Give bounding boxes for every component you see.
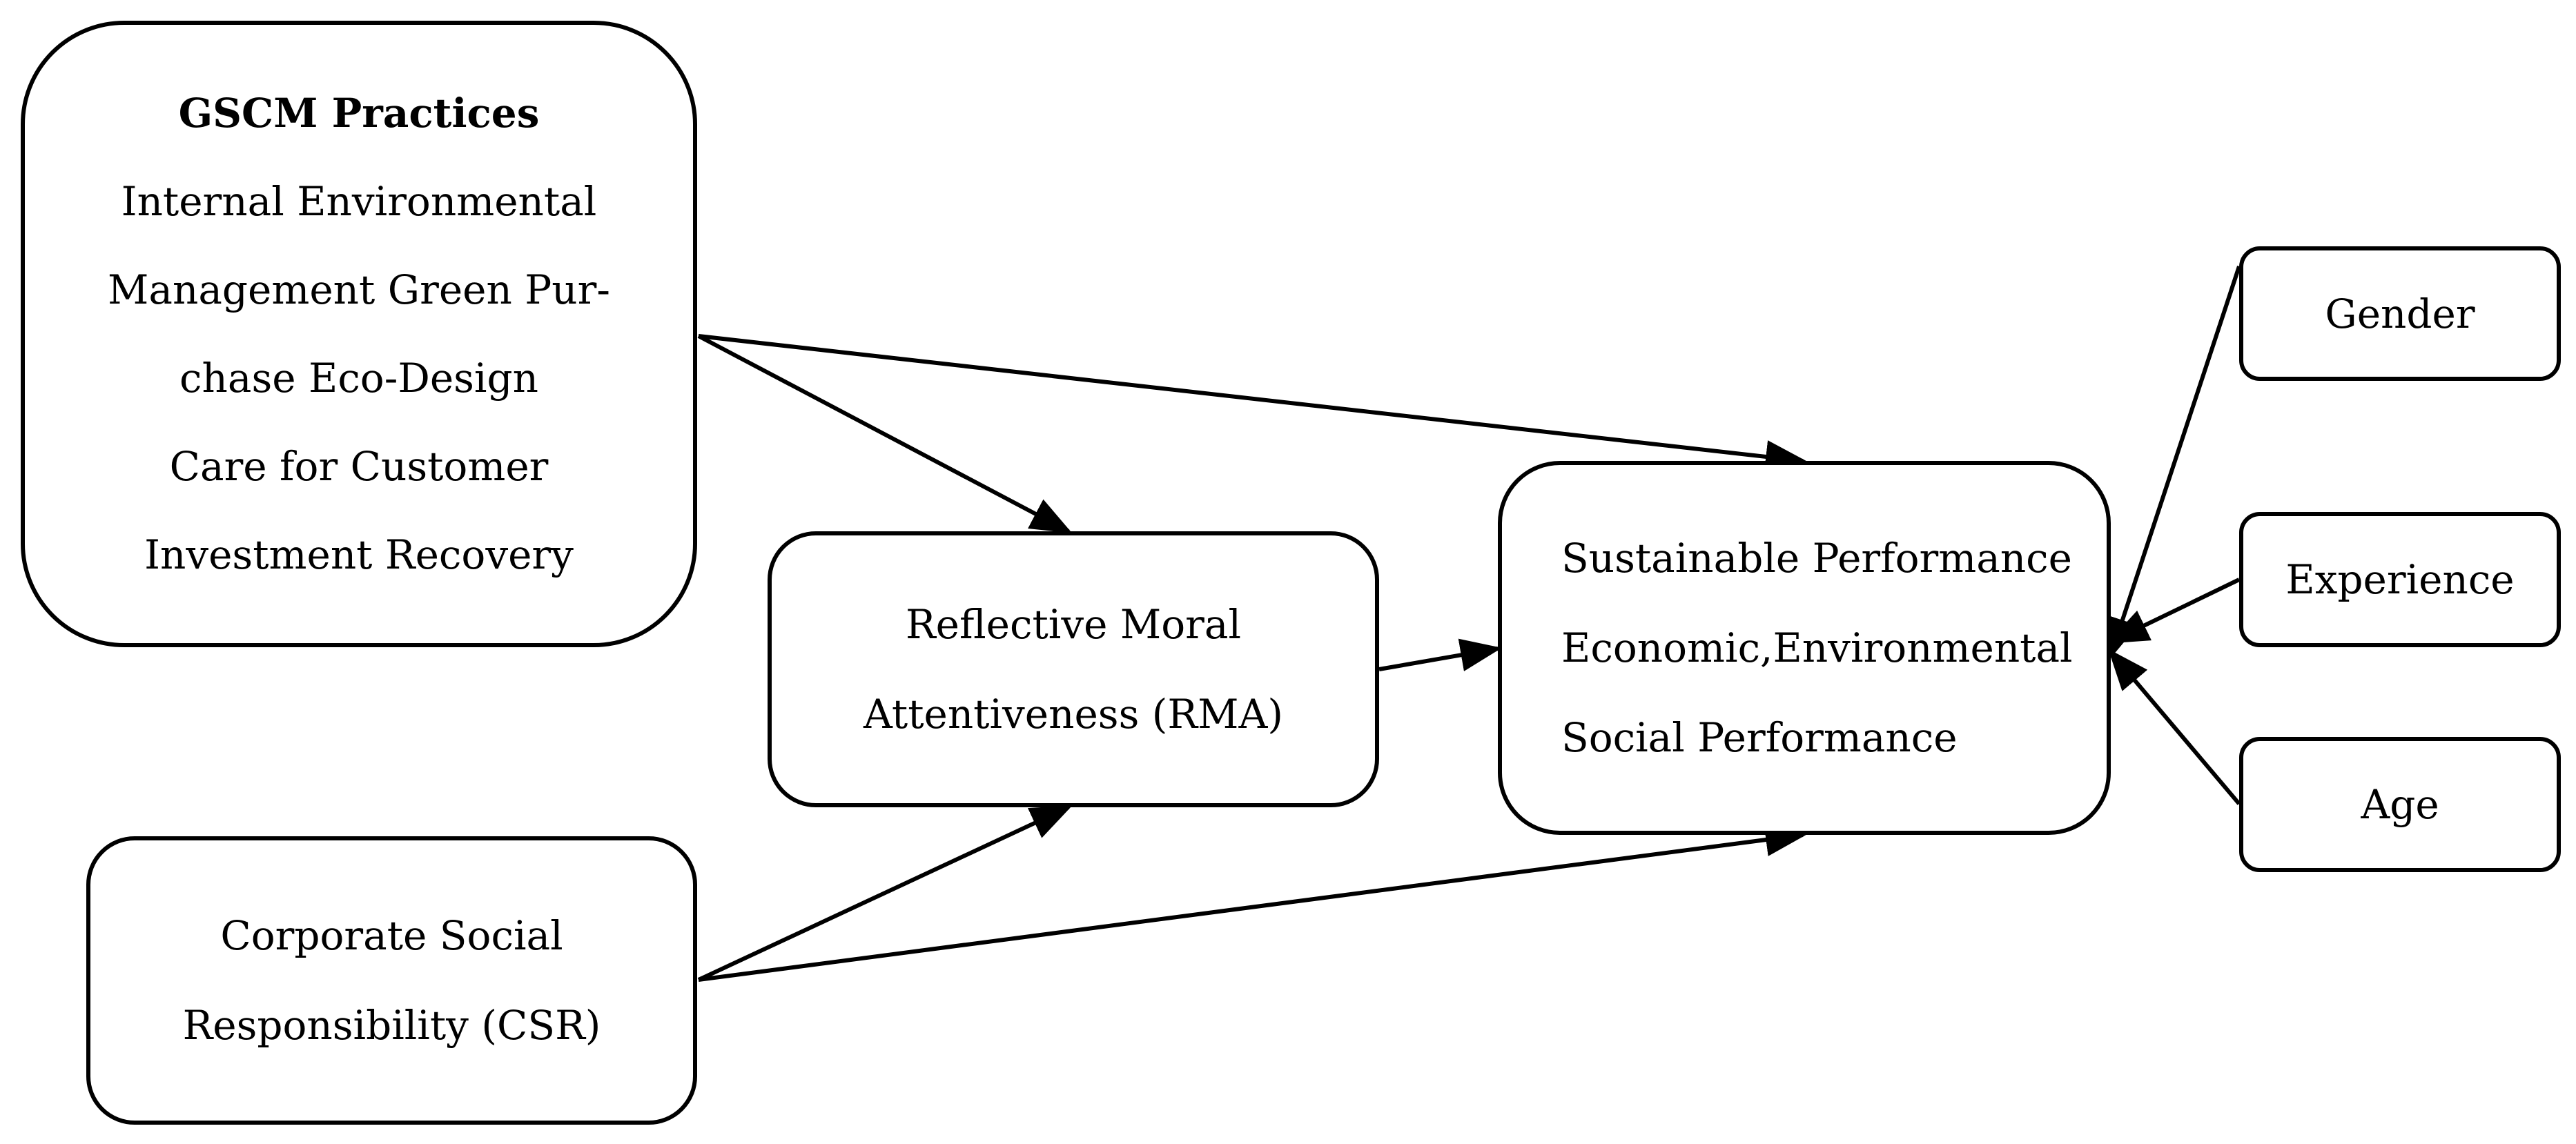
sp-line-2: Economic,Environmental [1561,624,2073,671]
sp-line-1: Sustainable Performance [1561,535,2072,582]
gscm-line-3: chase Eco-Design [179,355,538,402]
gscm-line-5: Investment Recovery [144,531,574,578]
gscm-title: GSCM Practices [178,90,540,137]
age-label: Age [2361,781,2439,828]
edge-gender-to-sustainable-performance [2107,266,2241,660]
edge-gscm-to-rma [697,334,1073,533]
gscm-line-2: Management Green Pur- [108,266,610,313]
edge-rma-to-sustainable-performance [1378,638,1502,671]
sustainable-performance-box: Sustainable Performance Economic,Environ… [1498,461,2111,835]
edge-csr-to-rma [697,805,1073,982]
edge-gscm-to-sustainable-performance [698,334,1807,473]
rma-line-2: Attentiveness (RMA) [863,691,1283,738]
csr-box: Corporate Social Responsibility (CSR) [86,836,697,1125]
gscm-practices-box: GSCM Practices Internal Environmental Ma… [21,21,697,647]
edge-experience-to-sustainable-performance [2107,578,2241,644]
sp-line-3: Social Performance [1561,714,1958,761]
rma-line-1: Reflective Moral [905,601,1242,648]
edge-age-to-sustainable-performance [2108,649,2241,805]
gender-box: Gender [2239,246,2561,381]
experience-box: Experience [2239,512,2561,647]
gender-label: Gender [2325,290,2475,337]
edge-csr-to-sustainable-performance [698,823,1807,982]
rma-box: Reflective Moral Attentiveness (RMA) [768,531,1379,807]
age-box: Age [2239,737,2561,872]
gscm-line-1: Internal Environmental [121,178,597,225]
gscm-line-4: Care for Customer [169,443,549,490]
csr-line-2: Responsibility (CSR) [182,1002,601,1049]
experience-label: Experience [2285,556,2515,603]
csr-line-1: Corporate Social [220,912,563,959]
